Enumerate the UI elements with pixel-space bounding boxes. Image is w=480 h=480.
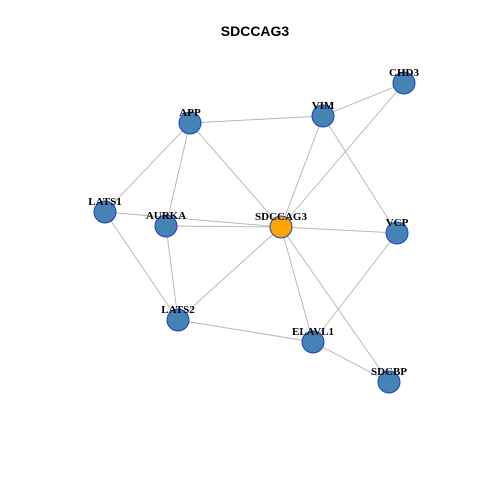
edge-vim-vcp xyxy=(322,115,398,234)
node-sdccag3: SDCCAG3 xyxy=(255,211,307,239)
node-circle xyxy=(385,221,409,245)
node-circle xyxy=(93,200,117,224)
edge-vcp-elavl1 xyxy=(312,232,398,343)
node-elavl1: ELAVL1 xyxy=(292,326,334,354)
edge-elavl1-sdcbp xyxy=(312,341,390,383)
node-circle xyxy=(269,215,293,239)
node-circle xyxy=(166,308,190,332)
edge-app-vim xyxy=(189,115,324,124)
edge-app-aurka xyxy=(165,122,191,227)
node-sdcbp: SDCBP xyxy=(371,366,407,394)
node-circle xyxy=(154,214,178,238)
node-label: VCP xyxy=(386,217,409,229)
node-label: VIM xyxy=(312,100,335,112)
node-circle xyxy=(392,71,416,95)
edge-chd3-sdccag3 xyxy=(280,82,405,228)
node-lats2: LATS2 xyxy=(161,304,195,332)
edge-sdccag3-lats2 xyxy=(177,226,282,321)
node-aurka: AURKA xyxy=(146,210,186,238)
diagram-title: SDCCAG3 xyxy=(221,23,290,39)
node-label: AURKA xyxy=(146,210,186,222)
node-label: ELAVL1 xyxy=(292,326,334,338)
node-label: SDCCAG3 xyxy=(255,211,307,223)
node-circle xyxy=(301,330,325,354)
node-app: APP xyxy=(178,107,202,135)
edge-app-lats1 xyxy=(104,122,191,213)
node-label: SDCBP xyxy=(371,366,407,378)
edge-sdccag3-sdcbp xyxy=(280,226,390,383)
node-label: LATS2 xyxy=(161,304,195,316)
node-vcp: VCP xyxy=(385,217,409,245)
node-circle xyxy=(311,104,335,128)
edge-aurka-lats2 xyxy=(165,225,179,321)
node-circle xyxy=(178,111,202,135)
node-chd3: CHD3 xyxy=(389,67,419,95)
edge-aurka-sdccag3 xyxy=(165,225,282,228)
edge-layer xyxy=(104,82,405,383)
edge-vim-chd3 xyxy=(322,82,405,117)
node-label: CHD3 xyxy=(389,67,419,79)
node-circle xyxy=(377,370,401,394)
edge-vim-sdccag3 xyxy=(280,115,324,228)
node-label: LATS1 xyxy=(88,196,121,208)
edge-lats2-elavl1 xyxy=(177,319,314,343)
node-vim: VIM xyxy=(311,100,335,128)
edge-app-sdccag3 xyxy=(189,122,282,228)
node-label: APP xyxy=(179,107,201,119)
edge-sdccag3-elavl1 xyxy=(280,226,314,343)
edge-lats1-lats2 xyxy=(104,211,179,321)
node-lats1: LATS1 xyxy=(88,196,122,224)
edge-sdccag3-vcp xyxy=(280,226,398,234)
edge-lats1-sdccag3 xyxy=(104,211,282,228)
